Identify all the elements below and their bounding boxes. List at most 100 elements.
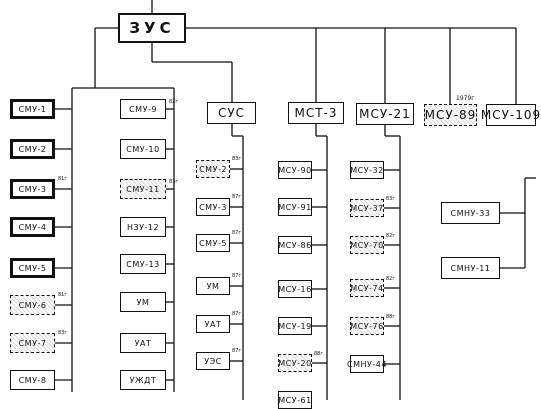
unit-label: СМУ-3 [199,202,227,212]
unit-label: УЭС [204,356,222,366]
head-label: МСУ-21 [359,107,411,121]
unit-label: СМУ-9 [129,104,157,114]
unit-label: СМУ-6 [18,300,47,310]
unit-node: УАТ [196,315,230,333]
unit-node: МСУ-76 [350,317,384,335]
unit-label: МСУ-70 [350,240,384,250]
unit-label: СМНУ-11 [450,263,491,273]
unit-label: СМУ-1 [18,104,47,114]
year-note: 82г [386,233,395,239]
unit-label: МСУ-74 [350,283,384,293]
year-note: 83г [169,179,178,185]
unit-label: СМУ-4 [18,222,47,232]
unit-node: СМУ-5 [196,234,230,252]
unit-label: СМУ-8 [18,375,47,385]
unit-label: СМУ-11 [126,184,160,194]
unit-label: МСУ-32 [350,165,384,175]
unit-label: УЖДТ [129,375,157,385]
unit-label: СМУ-10 [126,144,160,154]
unit-label: МСУ-76 [350,321,384,331]
head-node-msu-21: МСУ-21 [356,103,414,125]
head-node-msu-109: МСУ-109 [481,104,540,126]
unit-label: МСУ-19 [278,321,312,331]
year-note: 82г [169,99,178,105]
year-note: 81г [58,292,67,298]
head-label: МСУ-109 [480,108,541,122]
unit-node: СМУ-9 [120,99,166,119]
unit-node: МСУ-19 [278,317,312,335]
unit-label: МСУ-90 [278,165,312,175]
unit-node: СМУ-13 [120,254,166,274]
unit-label: СМУ-13 [126,259,160,269]
unit-node: МСУ-74 [350,279,384,297]
root-node-zus: ЗУС [118,13,186,43]
year-note: 81г [58,176,67,182]
unit-node: МСУ-91 [278,198,312,216]
year-note: 83г [386,196,395,202]
unit-node: МСУ-70 [350,236,384,254]
unit-label: СМУ-2 [18,144,47,154]
unit-label: МСУ-37 [350,203,384,213]
unit-node: МСУ-16 [278,280,312,298]
unit-label: МСУ-61 [278,395,312,405]
unit-node: СМУ-1 [10,99,55,119]
head-node-msu-89: МСУ-89 [424,104,477,126]
unit-node: МСУ-20 [278,354,312,372]
year-note: 87г [232,348,241,354]
connector-lines [55,0,536,400]
unit-node: СМУ-5 [10,258,55,278]
year-note: 87г [232,230,241,236]
unit-label: УАТ [204,319,222,329]
unit-label: УМ [136,297,150,307]
year-note: 88г [386,314,395,320]
unit-label: СМУ-2 [199,164,227,174]
unit-node: СМНУ-44 [347,355,387,373]
unit-node: СМУ-3 [10,179,55,199]
unit-node: МСУ-90 [278,161,312,179]
year-note: 1979г [456,95,475,102]
unit-node: МСУ-86 [278,236,312,254]
unit-label: МСУ-91 [278,202,312,212]
head-node-mst-3: МСТ-3 [288,102,344,124]
unit-node: УАТ [120,333,166,353]
unit-label: СМУ-5 [199,238,227,248]
unit-node: МСУ-32 [350,161,384,179]
unit-node: УЭС [196,352,230,370]
unit-node: СМНУ-11 [441,257,500,279]
unit-node: СМУ-4 [10,217,55,237]
head-label: МСУ-89 [424,108,477,122]
unit-node: СМУ-11 [120,179,166,199]
head-label: МСТ-3 [294,106,338,120]
unit-node: СМНУ-33 [441,202,500,224]
unit-label: УМ [206,281,220,291]
year-note: 83г [232,156,241,162]
unit-label: МСУ-86 [278,240,312,250]
unit-label: СМНУ-44 [347,359,387,369]
head-node-sus: СУС [207,102,256,124]
year-note: 82г [386,276,395,282]
head-label: СУС [217,106,246,120]
unit-node: СМУ-8 [10,370,55,390]
unit-node: СМУ-2 [10,139,55,159]
unit-label: МСУ-20 [278,358,312,368]
unit-label: СМНУ-33 [450,208,491,218]
unit-node: УМ [196,277,230,295]
year-note: 87г [232,194,241,200]
unit-label: НЗУ-12 [126,222,160,232]
unit-node: СМУ-3 [196,198,230,216]
unit-label: СМУ-7 [18,338,47,348]
unit-node: СМУ-10 [120,139,166,159]
unit-node: СМУ-7 [10,333,55,353]
year-note: 83г [58,330,67,336]
unit-label: СМУ-3 [18,184,47,194]
unit-node: СМУ-6 [10,295,55,315]
unit-label: МСУ-16 [278,284,312,294]
unit-node: МСУ-61 [278,391,312,409]
unit-node: УМ [120,292,166,312]
year-note: 87г [232,273,241,279]
root-label: ЗУС [129,19,175,37]
unit-node: СМУ-2 [196,160,230,178]
unit-node: МСУ-37 [350,199,384,217]
unit-label: СМУ-5 [18,263,47,273]
unit-label: УАТ [134,338,152,348]
